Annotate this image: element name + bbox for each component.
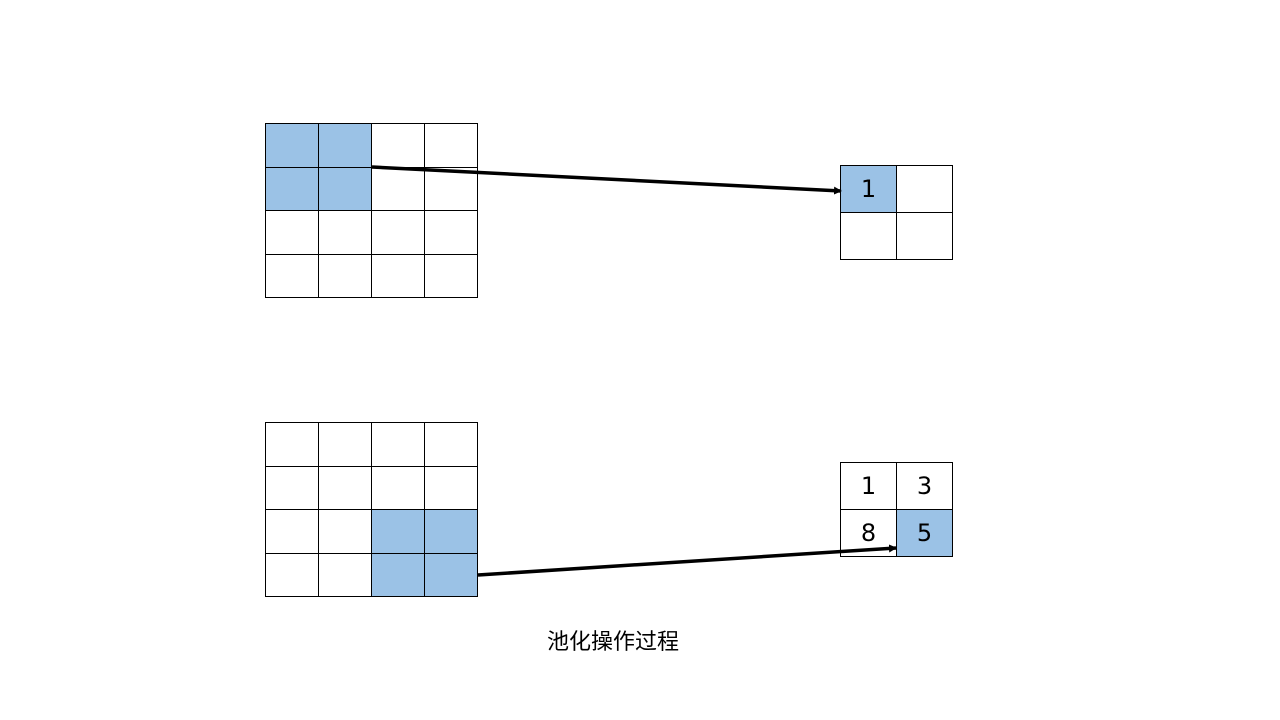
input-cell [319,553,372,597]
input-cell [425,423,478,467]
diagram-caption: 池化操作过程 [546,630,679,655]
arrow-top [371,165,842,195]
input-cell [319,510,372,554]
input-cell [319,211,372,255]
input-cell [372,553,425,597]
input-cell [266,167,319,211]
output-cell [897,166,953,213]
output-cell: 8 [841,510,897,557]
output-cell: 1 [841,166,897,213]
output-cell [897,213,953,260]
input-cell [266,124,319,168]
input-cell [266,553,319,597]
input-cell [266,510,319,554]
input-grid-bottom [265,422,478,597]
output-cell: 5 [897,510,953,557]
input-cell [319,423,372,467]
input-cell [372,211,425,255]
input-cell [372,167,425,211]
input-cell [425,254,478,298]
output-cell [841,213,897,260]
input-cell [372,510,425,554]
input-cell [372,466,425,510]
output-cell: 3 [897,463,953,510]
input-cell [425,466,478,510]
input-cell [266,423,319,467]
input-cell [266,466,319,510]
output-grid-top: 1 [840,165,953,260]
input-cell [319,254,372,298]
input-cell [425,167,478,211]
input-cell [266,254,319,298]
input-cell [319,124,372,168]
input-cell [425,124,478,168]
arrow-bottom [477,544,897,577]
input-cell [425,553,478,597]
input-cell [319,167,372,211]
input-cell [319,466,372,510]
input-cell [266,211,319,255]
output-cell: 1 [841,463,897,510]
input-grid-top [265,123,478,298]
input-cell [372,423,425,467]
input-cell [425,211,478,255]
input-cell [425,510,478,554]
input-cell [372,254,425,298]
